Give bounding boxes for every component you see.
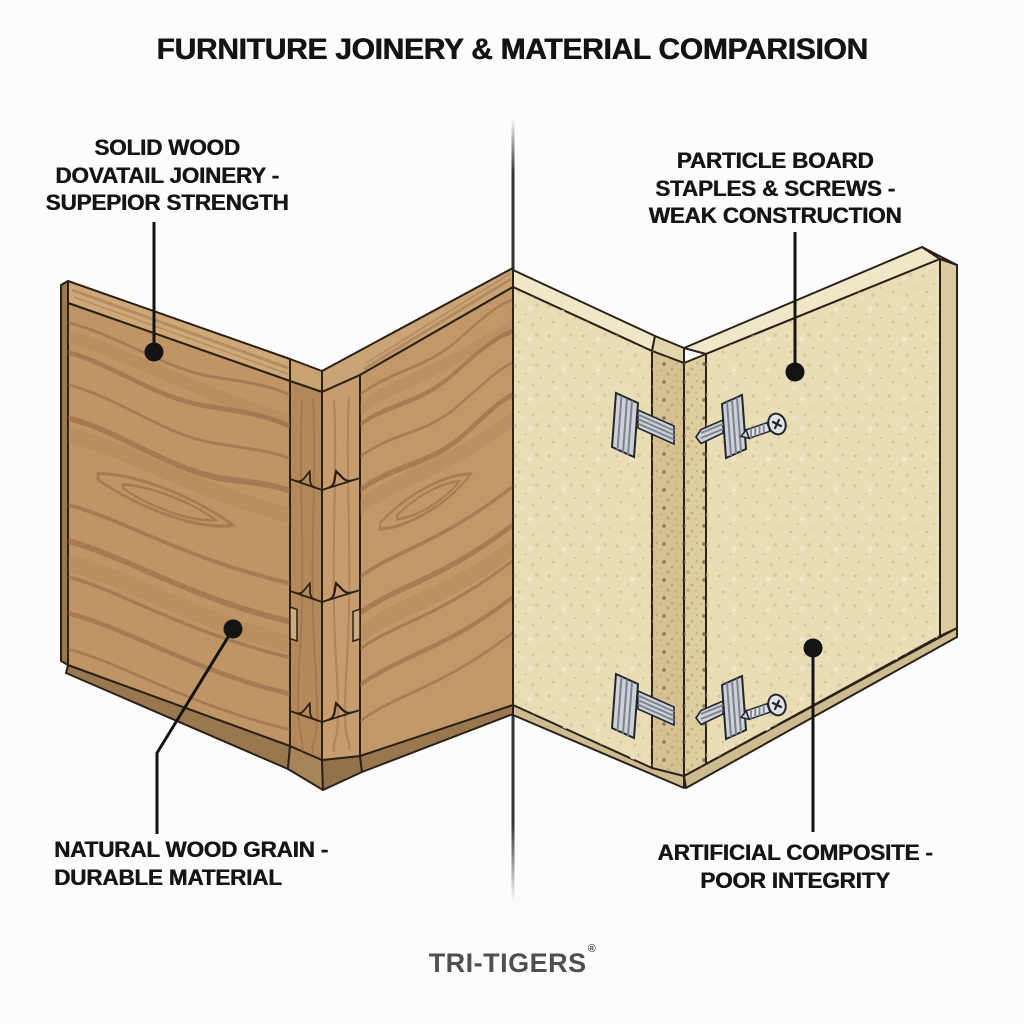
callout-dot [223,619,243,639]
particle-board-corner-illustration [512,246,958,789]
callout-label-solid-wood: SOLID WOOD DOVATAIL JOINERY - SUPEPIOR S… [22,134,312,217]
page-title: FURNITURE JOINERY & MATERIAL COMPARISION [156,33,868,66]
label-line: POOR INTEGRITY [700,867,890,893]
label-line: WEAK CONSTRUCTION [648,203,902,228]
callout-dot [785,362,805,382]
label-line: STAPLES & SCREWS - [655,175,895,201]
callout-label-artificial-composite: ARTIFICIAL COMPOSITE - POOR INTEGRITY [636,839,954,894]
callout-lines [152,222,815,834]
callout-dots [144,342,823,658]
label-line: DURABLE MATERIAL [54,864,282,890]
callout-label-particle-board: PARTICLE BOARD STAPLES & SCREWS - WEAK C… [612,147,938,230]
brand-name: TRI-TIGERS [428,948,587,978]
label-line: PARTICLE BOARD [676,148,874,173]
label-line: NATURAL WOOD GRAIN - [54,837,328,862]
registered-trademark-symbol: ® [587,943,597,955]
label-line: ARTIFICIAL COMPOSITE - [657,840,933,865]
callout-dot [144,342,164,362]
label-line: SOLID WOOD [94,135,240,160]
wood-grain-texture [53,272,531,755]
callout-dot [803,638,823,658]
dovetail-joint-marks [289,465,361,723]
brand-logo: TRI-TIGERS® [0,943,1024,979]
callout-line-bottom-left [155,628,235,834]
callout-label-wood-grain: NATURAL WOOD GRAIN - DURABLE MATERIAL [54,836,384,891]
label-line: SUPEPIOR STRENGTH [45,190,289,215]
label-line: DOVATAIL JOINERY - [55,162,279,188]
board-side-edge [939,258,958,637]
